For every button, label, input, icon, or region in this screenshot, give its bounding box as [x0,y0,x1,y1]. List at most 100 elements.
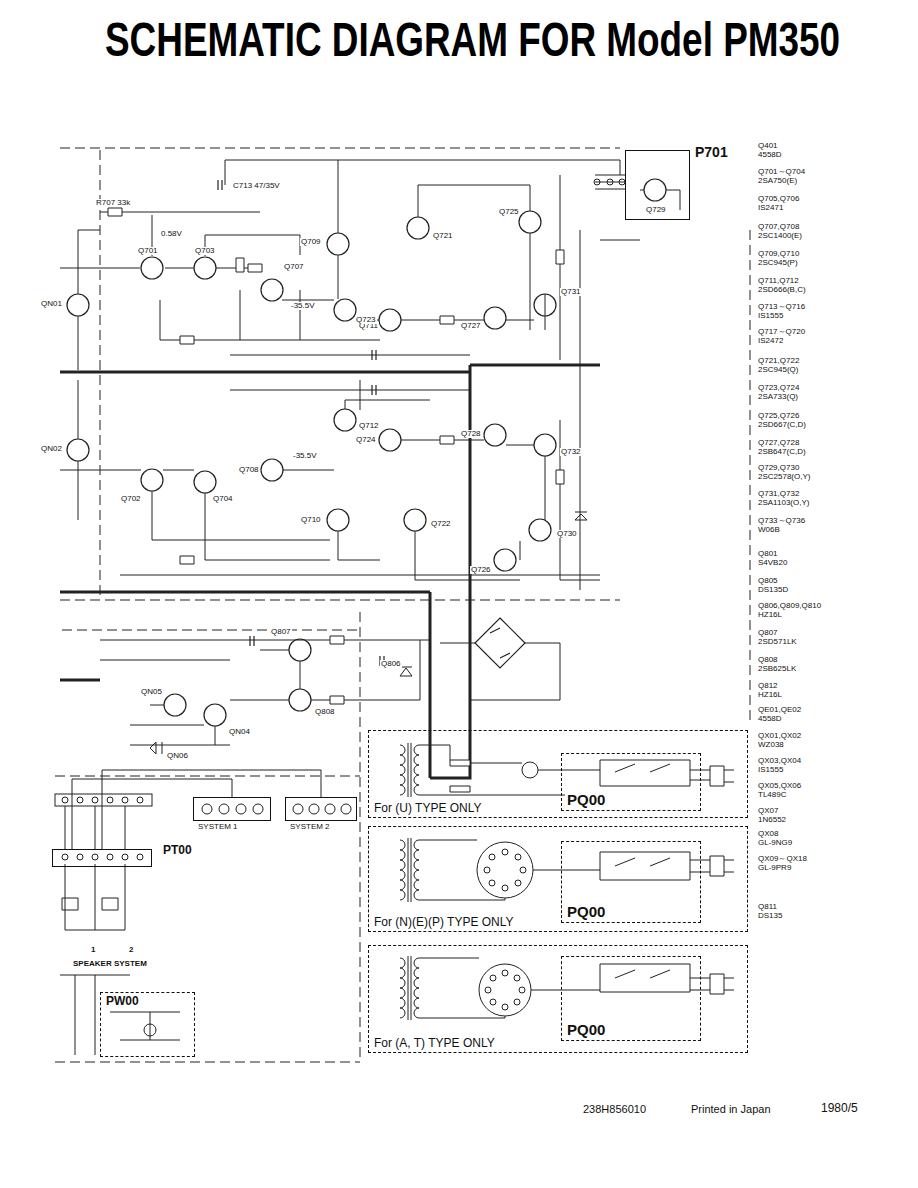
jack-pin [293,804,303,814]
transistor-symbol [261,459,283,481]
component-label: 238H856010 [582,1104,647,1115]
mains-wire [419,745,710,1018]
component-label: 0.58V [160,230,183,238]
component-label: Q710 [300,516,322,524]
parts-list-entry: DS135 [757,912,783,920]
parts-list-entry: Q721,Q722 [757,357,800,365]
parts-list-entry: Q725,Q726 [757,412,800,420]
rectifier-bridge [475,618,525,668]
selector-pin [484,867,490,873]
region-box: SYSTEM 1 [193,797,271,821]
region-box: PW00 [100,992,195,1057]
selector-pin [490,999,496,1005]
transistor-symbol [529,519,551,541]
component-label: Q722 [430,520,452,528]
parts-list-entry: 2SD571LK [757,638,798,646]
transistor-symbol [327,233,349,255]
parts-list-entry: QX07 [757,807,779,815]
selector-pin [490,975,496,981]
terminal-screw [62,797,68,803]
transistor-symbol [407,217,429,239]
jack-pin [341,804,351,814]
selector-pin [520,867,526,873]
diode-symbol [150,512,587,754]
component-label: Printed in Japan [690,1104,772,1115]
terminal-screw [92,854,98,860]
terminal-screw [62,854,68,860]
circuit-wire [60,160,680,745]
component-label: Q701 [137,247,159,255]
sub-box: PQ00 [561,841,701,923]
parts-list-entry: QX01,QX02 [757,732,802,740]
parts-list-entry: QX09～QX18 [757,855,808,863]
parts-list-entry: Q808 [757,656,779,664]
component-label: Q703 [194,247,216,255]
terminal-screw [137,797,143,803]
transistor-symbol [484,307,506,329]
component-label: QN05 [140,688,163,696]
box-label: PW00 [104,995,141,1008]
parts-list-entry: TL489C [757,791,787,799]
terminal-screw [594,179,600,185]
transistor-symbol [404,509,426,531]
transistor-symbol [334,299,356,321]
voltage-selector [479,964,531,1016]
transformer-coil [400,743,419,1020]
selector-pin [489,880,495,886]
component-label: Q726 [470,566,492,574]
parts-list-entry: 4558D [757,715,783,723]
parts-list-entry: 2SC2578(O,Y) [757,473,811,481]
speaker-wire [102,770,321,849]
resistor-symbol [108,208,564,704]
parts-list-entry: Q701～Q704 [757,168,806,176]
component-label: Q728 [460,430,482,438]
terminal-screw [77,854,83,860]
transistor-symbol [204,704,226,726]
parts-list-entry: IS1555 [757,766,784,774]
box-label: For (A, T) TYPE ONLY [372,1037,497,1050]
parts-list-entry: IS2472 [757,337,784,345]
parts-list-entry: Q705,Q706 [757,195,800,203]
parts-list-entry: Q711,Q712 [757,277,800,285]
parts-list-entry: Q729,Q730 [757,464,800,472]
power-switch [600,760,690,992]
parts-list-entry: Q713～Q716 [757,303,806,311]
region-box: For (U) TYPE ONLYPQ00 [368,730,748,818]
component-label: Q730 [556,530,578,538]
parts-list-entry: 2SC945(Q) [757,366,799,374]
jack-pin [309,804,319,814]
box-label: PQ00 [565,792,607,809]
box-label: For (N)(E)(P) TYPE ONLY [372,916,516,929]
parts-list-entry: Q731,Q732 [757,490,800,498]
component-label: SPEAKER SYSTEM [72,960,148,968]
parts-list-entry: 1N6552 [757,816,787,824]
selector-pin [485,987,491,993]
transistor-symbol [519,211,541,233]
selector-pin [514,975,520,981]
component-label: Q729 [645,206,667,214]
parts-list-entry: 2SB647(C,D) [757,448,807,456]
region-box: SYSTEM 2 [285,797,357,821]
transistor-symbol [644,179,666,201]
region-box: PT00 [52,849,152,867]
component-label: 1 [90,946,96,954]
component-label: Q723 [355,316,377,324]
parts-list-entry: Q805 [757,577,779,585]
selector-pin [514,999,520,1005]
transistor-symbol [484,424,506,446]
transistor-symbols [67,179,666,726]
parts-list-entry: HZ16L [757,691,783,699]
transistor-symbol [141,257,163,279]
selector-pin [502,849,508,855]
jack-pin [219,804,229,814]
selector-pin [489,854,495,860]
terminal-screws [62,179,625,1036]
transistor-symbol [67,294,89,316]
parts-list-entry: QX03,QX04 [757,757,802,765]
parts-list-entry: GL-9PR9 [757,864,792,872]
region-box: For (N)(E)(P) TYPE ONLY PQ00 [368,826,748,932]
parts-list-entry: 2SA750(E) [757,177,798,185]
transistor-symbol [494,549,516,571]
parts-list-entry: DS135D [757,586,789,594]
parts-list-entry: Q801 [757,550,779,558]
